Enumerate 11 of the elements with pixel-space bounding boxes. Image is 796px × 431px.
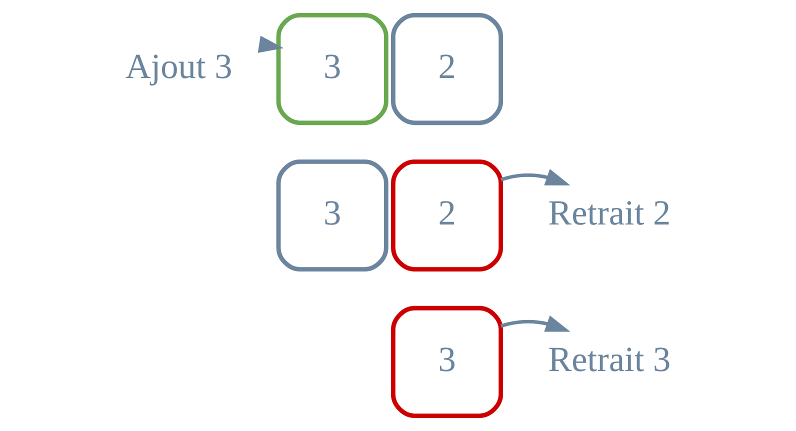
node-text: Retrait 3	[548, 340, 670, 379]
arrow	[257, 36, 284, 53]
node-text: Ajout 3	[124, 46, 232, 86]
node-box: 3	[276, 159, 388, 272]
arrow	[500, 168, 570, 186]
node-text: Retrait 2	[548, 193, 670, 232]
node-box: 3	[390, 306, 503, 418]
node-box: 2	[390, 159, 503, 272]
node-box: 3	[276, 13, 388, 126]
node-box: 2	[390, 13, 503, 126]
arrow	[500, 315, 570, 332]
